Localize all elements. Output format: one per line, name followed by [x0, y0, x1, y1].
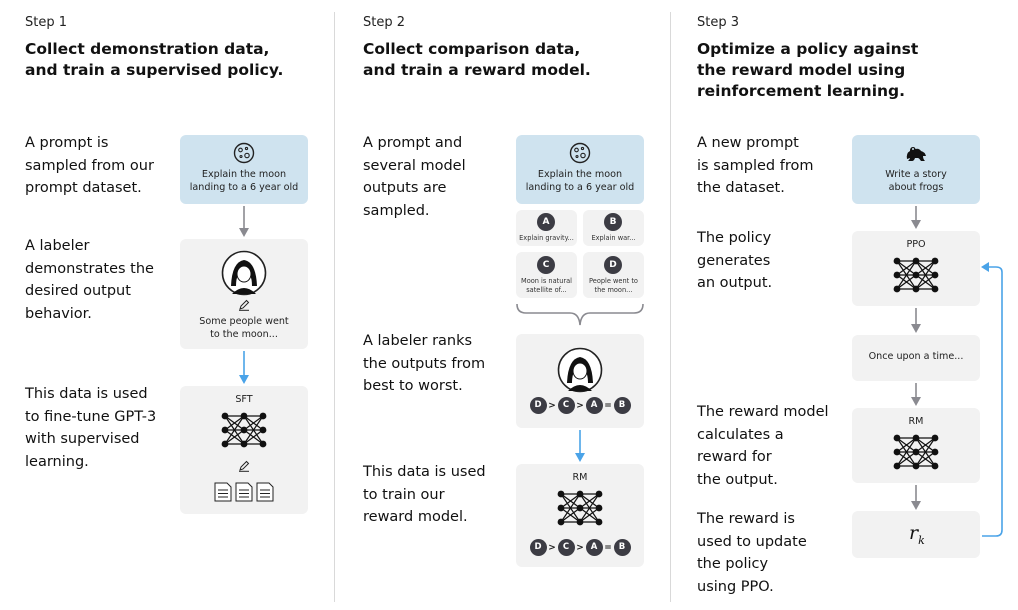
rank-item: B — [613, 397, 631, 414]
step3-label: Step 3 — [697, 15, 740, 30]
rank-op: = — [604, 542, 612, 553]
pencil-icon — [239, 460, 250, 472]
reward-symbol: rk — [909, 522, 925, 547]
sft-label: SFT — [235, 394, 253, 405]
neural-net-icon — [893, 257, 939, 293]
curly-brace — [516, 303, 644, 326]
moon-icon — [569, 142, 591, 164]
blue-arrow — [239, 351, 249, 384]
rank-item: D — [529, 397, 547, 414]
rm-label: RM — [572, 472, 588, 483]
rank-op: > — [576, 542, 584, 553]
gray-arrow — [911, 206, 921, 229]
output-card-b: B Explain war... — [583, 210, 644, 246]
neural-net-icon — [221, 412, 267, 448]
rank-item: A — [585, 397, 603, 414]
rank-item: C — [557, 539, 575, 556]
output-letter: D — [604, 256, 622, 274]
step2-label: Step 2 — [363, 15, 406, 30]
step2-ranking-box: D > C > A = B — [516, 334, 644, 428]
step1-heading: Collect demonstration data,and train a s… — [25, 40, 284, 79]
rank-op: > — [548, 400, 556, 411]
ppo-label: PPO — [906, 239, 926, 250]
neural-net-icon — [557, 490, 603, 526]
gray-arrow — [239, 206, 249, 237]
rank-op: > — [576, 400, 584, 411]
frog-icon — [906, 147, 926, 161]
rank-item: B — [613, 539, 631, 556]
ranking-row: D > C > A = B — [516, 539, 644, 556]
documents-icon — [214, 482, 274, 502]
column-divider — [670, 12, 671, 602]
neural-net-icon — [893, 434, 939, 470]
rank-op: > — [548, 542, 556, 553]
ranking-row: D > C > A = B — [516, 397, 644, 414]
output-text: Once upon a time... — [868, 351, 964, 362]
output-text: Explain gravity... — [519, 234, 574, 242]
person-icon — [221, 250, 267, 296]
step3-ppo-box: PPO — [852, 231, 980, 306]
step2-heading: Collect comparison data,and train a rewa… — [363, 40, 591, 79]
rank-item: C — [557, 397, 575, 414]
step1-label: Step 1 — [25, 15, 68, 30]
rank-item: D — [529, 539, 547, 556]
output-letter: A — [537, 213, 555, 231]
output-letter: B — [604, 213, 622, 231]
output-text: Explain war... — [591, 234, 636, 242]
moon-icon — [233, 142, 255, 164]
step1-sft-box: SFT — [180, 386, 308, 514]
blue-arrow — [575, 430, 585, 462]
feedback-loop-arrow — [981, 262, 1003, 537]
step2-rm-box: RM D > C > A = B — [516, 464, 644, 567]
pencil-icon — [239, 299, 250, 311]
step3-rm-box: RM — [852, 408, 980, 483]
person-icon — [557, 347, 603, 393]
step3-reward-box: rk — [852, 511, 980, 558]
rank-item: A — [585, 539, 603, 556]
gray-arrow — [911, 485, 921, 510]
gray-arrow — [911, 383, 921, 406]
output-letter: C — [537, 256, 555, 274]
rank-op: = — [604, 400, 612, 411]
gray-arrow — [911, 308, 921, 333]
step3-output-box: Once upon a time... — [852, 335, 980, 381]
output-card-a: A Explain gravity... — [516, 210, 577, 246]
column-divider — [334, 12, 335, 602]
rm-label: RM — [908, 416, 924, 427]
